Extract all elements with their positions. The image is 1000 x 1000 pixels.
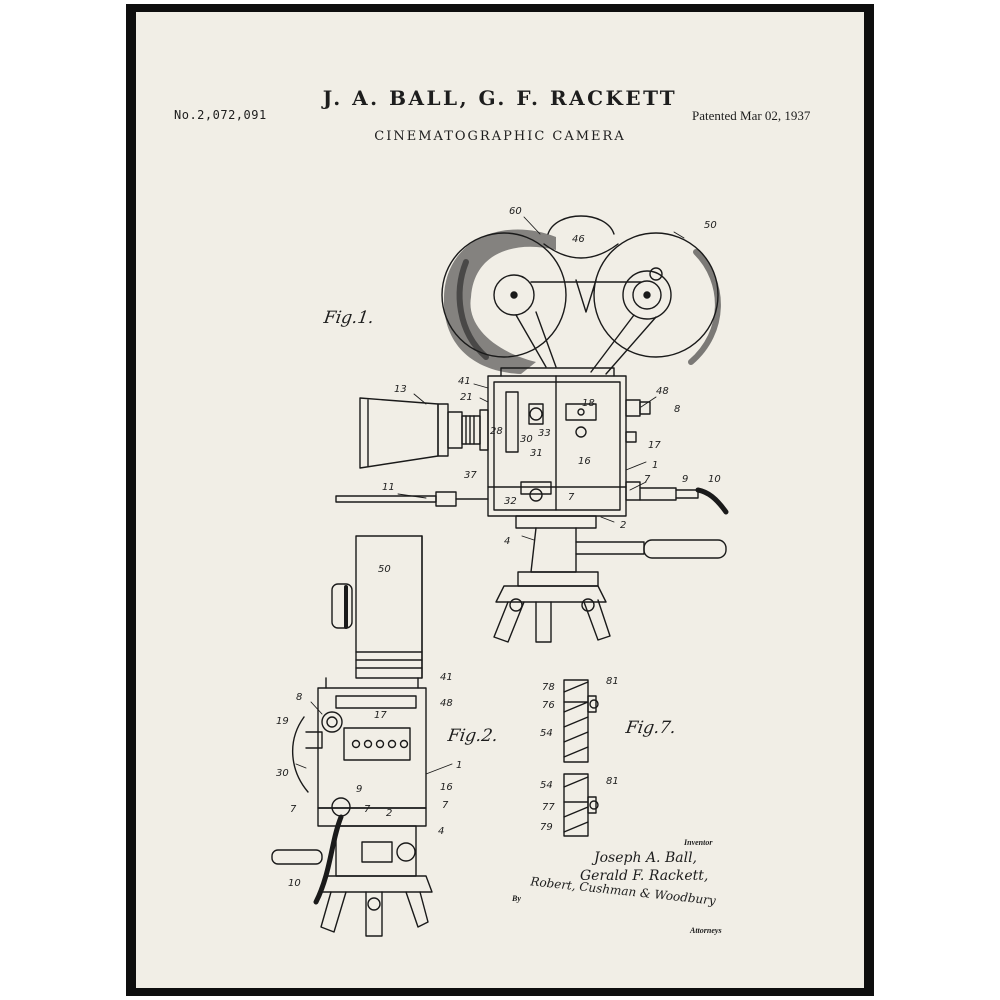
ref-label: 48 [440,698,453,709]
ref-label: 30 [520,434,533,445]
ref-label: 50 [378,564,391,575]
ref-label: 21 [460,392,473,403]
ref-label: 19 [276,716,289,727]
camera-drawing [271,215,729,937]
ref-label: 16 [440,782,453,793]
ref-label: 28 [490,426,503,437]
ref-label: 16 [578,456,591,467]
ref-label: 78 [542,682,555,693]
ref-label: 7 [442,800,449,811]
inventors-heading: J. A. BALL, G. F. RACKETT [322,86,678,110]
ref-label: 9 [356,784,363,795]
fig1-label: Fig.1. [322,308,376,328]
ref-label: 76 [542,700,555,711]
ref-label: 4 [438,826,445,837]
patent-print: J. A. BALL, G. F. RACKETT CINEMATOGRAPHI… [136,12,864,988]
patent-title: CINEMATOGRAPHIC CAMERA [374,129,626,144]
ref-label: 10 [288,878,301,889]
ref-label: 79 [540,822,553,833]
ref-label: 2 [386,808,393,819]
attorneys-label: Attorneys [690,926,722,935]
patent-number: No.2,072,091 [174,108,267,122]
ref-label: 8 [674,404,681,415]
ref-label: 32 [504,496,517,507]
ref-label: 17 [374,710,387,721]
ref-label: 33 [538,428,551,439]
fig1-camera-front [335,215,729,643]
ref-label: 50 [704,220,717,231]
ref-label: 41 [440,672,453,683]
ref-label: 7 [290,804,297,815]
ref-label: 1 [652,460,659,471]
ref-label: 8 [296,692,303,703]
fig2-label: Fig.2. [446,726,500,746]
inventor-name-1: Joseph A. Ball, [594,850,697,866]
ref-label: 17 [648,440,661,451]
inventor-label: Inventor [684,838,713,847]
ref-label: 81 [606,676,619,687]
ref-label: 11 [382,482,395,493]
ref-label: 2 [620,520,627,531]
ref-label: 54 [540,728,553,739]
fig7-detail [563,679,599,837]
ref-label: 7 [364,804,371,815]
ref-label: 4 [504,536,511,547]
fig7-label: Fig.7. [624,718,678,738]
patent-date: Patented Mar 02, 1937 [692,108,811,123]
ref-label: 18 [582,398,595,409]
inventor-name-2: Gerald F. Rackett, [580,868,709,884]
by-label: By [512,894,521,903]
ref-label: 30 [276,768,289,779]
ref-label: 37 [464,470,477,481]
ref-label: 48 [656,386,669,397]
ref-label: 41 [458,376,471,387]
ref-label: 54 [540,780,553,791]
fig2-camera-side [271,535,433,937]
ref-label: 7 [644,474,651,485]
ref-label: 9 [682,474,689,485]
ref-label: 60 [509,206,522,217]
ref-label: 46 [572,234,585,245]
ref-label: 10 [708,474,721,485]
ref-label: 1 [456,760,463,771]
ref-label: 13 [394,384,407,395]
ref-label: 31 [530,448,543,459]
ref-label: 7 [568,492,575,503]
ref-label: 77 [542,802,555,813]
ref-label: 81 [606,776,619,787]
